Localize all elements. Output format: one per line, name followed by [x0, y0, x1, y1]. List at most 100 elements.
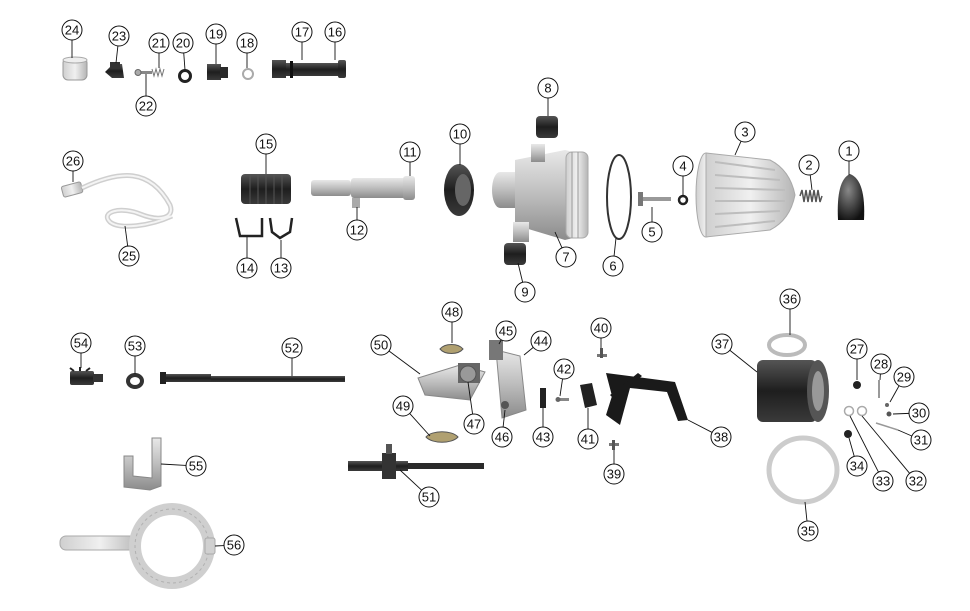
callout-number-43: 43 — [536, 430, 550, 445]
callout-number-45: 45 — [499, 324, 513, 339]
callout-26: 26 — [63, 151, 83, 171]
callout-number-13: 13 — [274, 261, 288, 276]
callout-21: 21 — [149, 33, 169, 53]
part-52-shaft — [160, 372, 345, 384]
leader-line-31 — [898, 430, 912, 436]
callout-6: 6 — [603, 256, 623, 276]
callout-9: 9 — [515, 282, 535, 302]
callout-51: 51 — [419, 487, 439, 507]
callout-39: 39 — [604, 464, 624, 484]
callout-37: 37 — [712, 334, 732, 354]
part-15-bellows — [241, 174, 291, 204]
callout-20: 20 — [173, 33, 193, 53]
part-38-frame — [606, 373, 688, 425]
callout-3: 3 — [735, 122, 755, 142]
callout-number-39: 39 — [607, 467, 621, 482]
part-48-spring-top — [440, 345, 463, 354]
callout-number-31: 31 — [914, 433, 928, 448]
callout-19: 19 — [206, 24, 226, 44]
callout-number-5: 5 — [648, 225, 655, 240]
callout-5: 5 — [642, 222, 662, 242]
callout-27: 27 — [847, 339, 867, 359]
part-4-5-bolt-washer — [638, 192, 687, 206]
callout-25: 25 — [119, 246, 139, 266]
part-21-22-screw-spring — [135, 69, 164, 76]
part-14-13-clips — [236, 218, 292, 238]
callout-number-14: 14 — [240, 261, 254, 276]
callout-number-3: 3 — [741, 125, 748, 140]
callout-number-4: 4 — [679, 159, 686, 174]
part-18-oring — [243, 69, 253, 79]
leader-line-9 — [518, 263, 523, 282]
callout-number-44: 44 — [534, 334, 548, 349]
callout-number-32: 32 — [909, 474, 923, 489]
leader-line-35 — [805, 502, 807, 521]
callout-48: 48 — [442, 302, 462, 322]
leader-line-51 — [400, 470, 422, 490]
part-49-spring — [426, 432, 458, 443]
callout-number-22: 22 — [139, 99, 153, 114]
callout-33: 33 — [873, 471, 893, 491]
callout-4: 4 — [673, 156, 693, 176]
callout-number-36: 36 — [783, 292, 797, 307]
callout-number-10: 10 — [453, 127, 467, 142]
callout-43: 43 — [533, 427, 553, 447]
callout-41: 41 — [578, 429, 598, 449]
callout-number-1: 1 — [845, 144, 852, 159]
callout-34: 34 — [847, 456, 867, 476]
callout-23: 23 — [109, 26, 129, 46]
part-20-ring — [180, 71, 191, 82]
callout-number-16: 16 — [328, 25, 342, 40]
callout-54: 54 — [71, 333, 91, 353]
leader-line-3 — [735, 141, 741, 155]
callout-number-42: 42 — [557, 362, 571, 377]
leader-line-55 — [161, 464, 186, 465]
callout-number-56: 56 — [227, 538, 241, 553]
callout-number-33: 33 — [876, 474, 890, 489]
callout-number-35: 35 — [801, 524, 815, 539]
leader-line-29 — [890, 386, 899, 402]
callout-number-12: 12 — [350, 223, 364, 238]
callout-55: 55 — [186, 456, 206, 476]
callout-14: 14 — [237, 258, 257, 278]
part-54-valve — [70, 367, 103, 385]
part-16-17-pipe — [272, 60, 346, 78]
leader-line-25 — [125, 226, 128, 246]
callout-38: 38 — [711, 427, 731, 447]
callout-number-38: 38 — [714, 430, 728, 445]
part-1-dome-cap — [838, 174, 864, 220]
callout-number-25: 25 — [122, 249, 136, 264]
callout-50: 50 — [371, 335, 391, 355]
part-24-cap — [63, 57, 87, 80]
callout-number-55: 55 — [189, 459, 203, 474]
callout-22: 22 — [136, 96, 156, 116]
callout-31: 31 — [911, 430, 931, 450]
callout-32: 32 — [906, 471, 926, 491]
callout-number-34: 34 — [850, 459, 864, 474]
callout-number-28: 28 — [874, 357, 888, 372]
leader-line-23 — [116, 46, 118, 63]
callout-number-53: 53 — [128, 339, 142, 354]
callout-number-48: 48 — [445, 305, 459, 320]
callout-28: 28 — [871, 354, 891, 374]
callout-18: 18 — [237, 33, 257, 53]
callout-30: 30 — [909, 403, 929, 423]
leader-line-37 — [730, 350, 757, 372]
callout-number-7: 7 — [562, 250, 569, 265]
part-53-washer — [128, 375, 142, 387]
part-55-bracket — [124, 438, 161, 490]
leader-line-20 — [184, 53, 185, 70]
callout-2: 2 — [799, 155, 819, 175]
callout-12: 12 — [347, 220, 367, 240]
callout-15: 15 — [256, 134, 276, 154]
part-11-12-inlet-pipe — [311, 176, 415, 208]
callout-1: 1 — [839, 141, 859, 161]
callout-49: 49 — [393, 396, 413, 416]
callout-40: 40 — [591, 318, 611, 338]
callout-52: 52 — [282, 338, 302, 358]
part-9-plug — [504, 243, 526, 265]
part-37-housing — [757, 360, 829, 422]
callout-number-8: 8 — [544, 81, 551, 96]
callout-53: 53 — [125, 336, 145, 356]
